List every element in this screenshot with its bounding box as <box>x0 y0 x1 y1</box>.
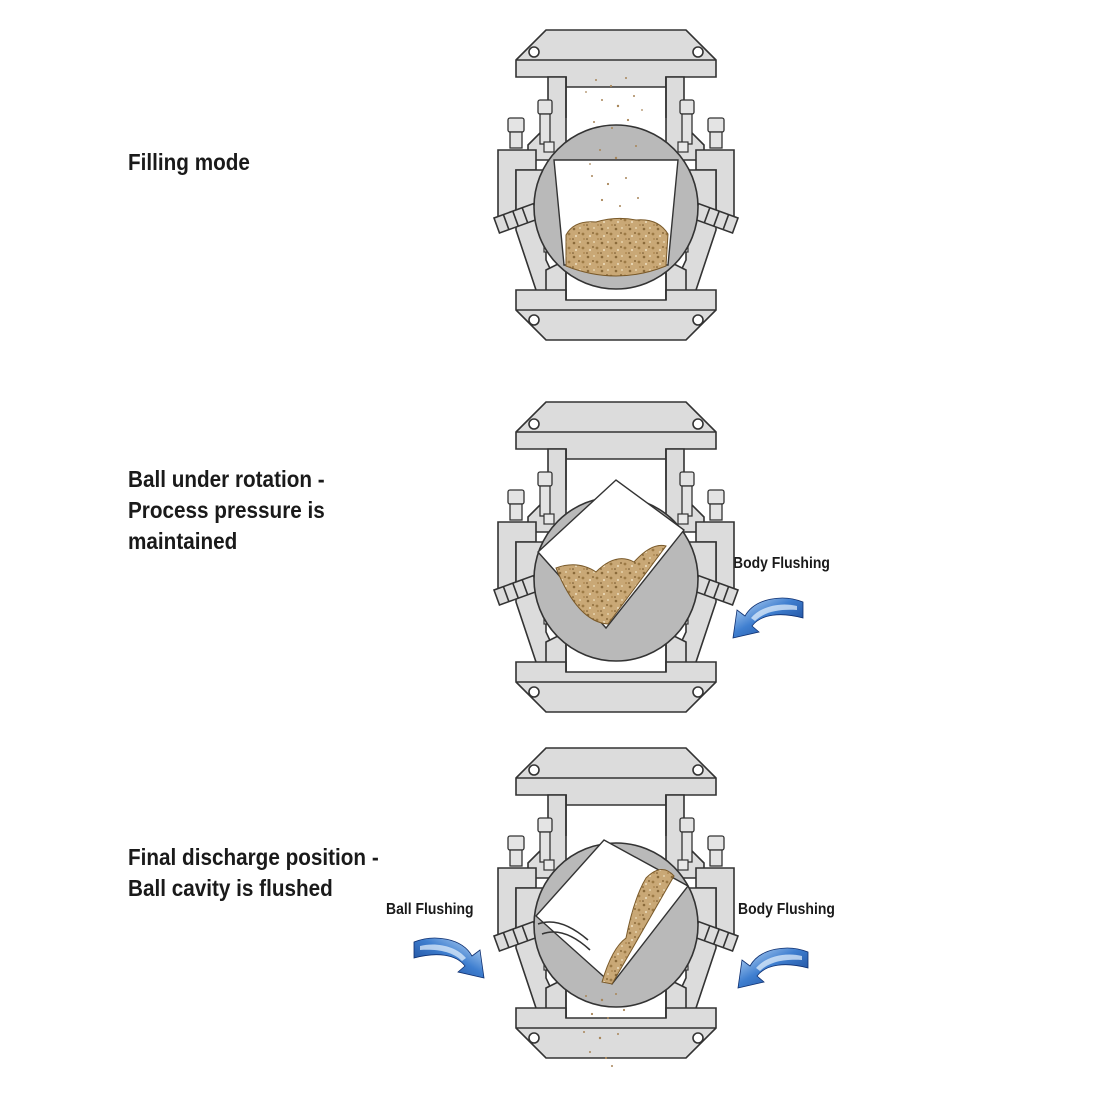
discharged-particles <box>583 993 626 1067</box>
stage-label-filling: Filling mode <box>128 147 250 178</box>
valve-rotation-diagram <box>493 401 739 713</box>
ball-flushing-arrow-discharge <box>413 937 485 979</box>
body-flushing-arrow-rotation <box>732 597 804 639</box>
stage-label-discharge: Final discharge position - Ball cavity i… <box>128 842 379 904</box>
stage-label-rotation: Ball under rotation - Process pressure i… <box>128 464 325 557</box>
body-flushing-arrow-discharge <box>737 947 809 989</box>
stage-label-line: maintained <box>128 528 238 554</box>
body-flushing-label-rotation: Body Flushing <box>733 555 830 572</box>
falling-particles <box>585 77 643 207</box>
ball-flushing-label-discharge: Ball Flushing <box>386 901 474 918</box>
stage-label-line: Filling mode <box>128 149 250 175</box>
body-flushing-label-discharge: Body Flushing <box>738 901 835 918</box>
valve-discharge-diagram <box>493 747 739 1067</box>
stage-label-line: Ball cavity is flushed <box>128 875 333 901</box>
stage-label-line: Process pressure is <box>128 497 325 523</box>
stage-label-line: Final discharge position - <box>128 844 379 870</box>
valve-filling-diagram <box>493 29 739 341</box>
stage-label-line: Ball under rotation - <box>128 466 325 492</box>
